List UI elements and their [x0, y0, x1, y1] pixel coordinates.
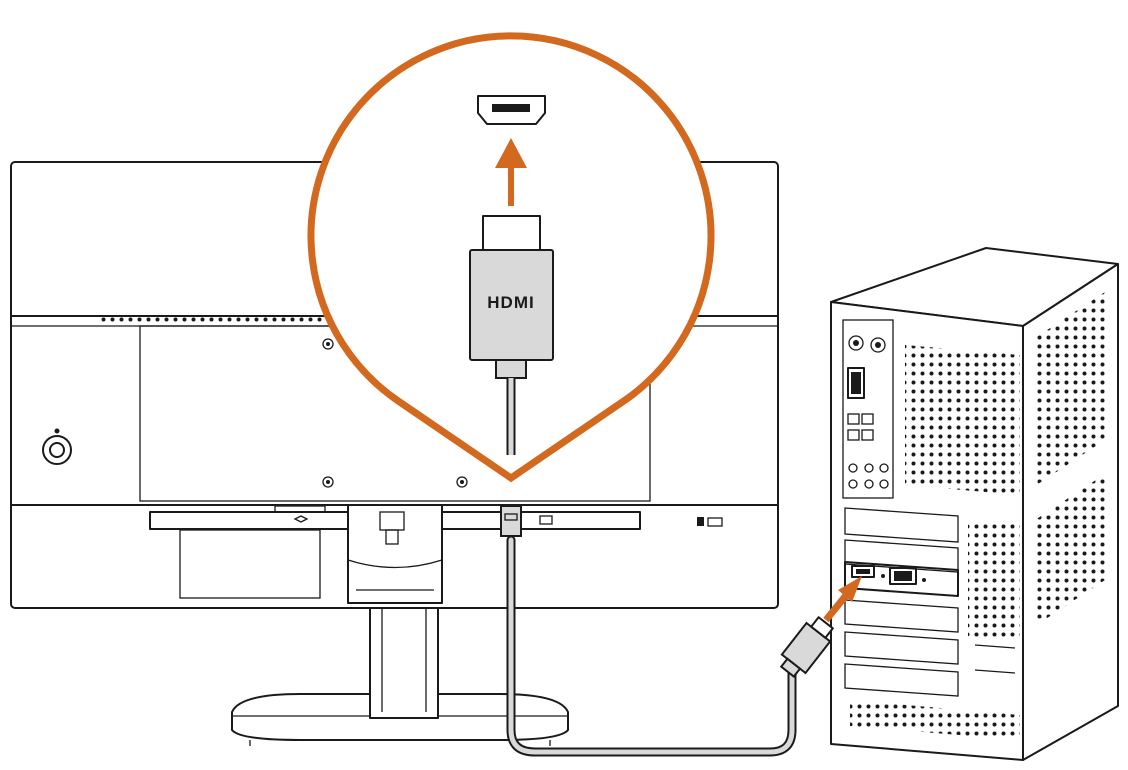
stand-neck	[370, 600, 438, 718]
power-icon	[55, 429, 60, 434]
stand-bracket	[348, 505, 442, 603]
plug-label: HDMI	[487, 293, 534, 312]
pc-tower	[831, 248, 1118, 760]
